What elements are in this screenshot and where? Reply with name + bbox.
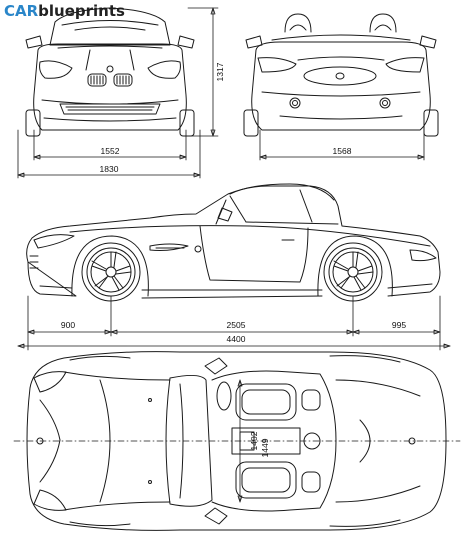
dimension-lines xyxy=(13,7,461,503)
dim-rear-overhang: 995 xyxy=(392,320,406,330)
side-view xyxy=(26,183,441,302)
logo-brand-car: CAR xyxy=(4,2,39,20)
front-view xyxy=(25,7,195,137)
dim-rear-track: 1568 xyxy=(333,146,352,156)
dim-interior-a: 1402 xyxy=(249,431,259,450)
dim-wheelbase: 2505 xyxy=(227,320,246,330)
top-view xyxy=(26,351,447,531)
rear-view xyxy=(243,13,439,137)
dim-length: 4400 xyxy=(227,334,246,344)
dim-front-track: 1552 xyxy=(101,146,120,156)
dim-front-overhang: 900 xyxy=(61,320,75,330)
dim-height: 1317 xyxy=(215,62,225,81)
dim-width: 1830 xyxy=(100,164,119,174)
dim-interior-b: 1449 xyxy=(260,438,270,457)
